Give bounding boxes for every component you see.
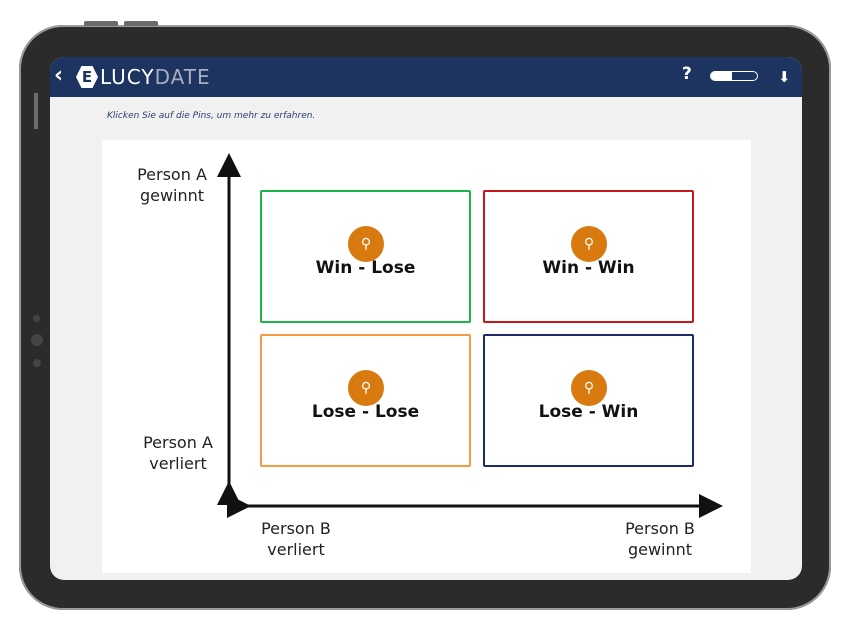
x-right-label: Person B gewinnt — [625, 519, 695, 559]
camera — [33, 315, 40, 322]
y-bottom-label: Person A verliert — [143, 433, 213, 473]
camera — [33, 359, 41, 367]
side-button — [34, 93, 38, 129]
pin-icon[interactable]: ⚲ — [348, 226, 384, 262]
matrix-card: Person A gewinnt Person A verliert Perso… — [102, 140, 751, 573]
x-left-label: Person B verliert — [261, 519, 331, 559]
quadrant-lose-lose: ⚲Lose - Lose — [260, 334, 471, 467]
instruction-text: Klicken Sie auf die Pins, um mehr zu erf… — [107, 111, 316, 121]
quadrant-label: Lose - Win — [538, 402, 639, 422]
logo-text: DATE — [154, 65, 211, 89]
volume-button — [124, 21, 158, 26]
help-button[interactable]: ? — [682, 64, 692, 84]
logo-mark: E — [76, 66, 98, 88]
quadrant-win-win: ⚲Win - Win — [483, 190, 694, 323]
download-icon[interactable]: ⬇ — [778, 68, 791, 86]
quadrant-win-lose: ⚲Win - Lose — [260, 190, 471, 323]
progress-bar — [710, 71, 758, 81]
quadrant-label: Win - Lose — [315, 258, 416, 278]
pin-icon[interactable]: ⚲ — [348, 370, 384, 406]
volume-button — [84, 21, 118, 26]
pin-icon[interactable]: ⚲ — [571, 370, 607, 406]
quadrant-lose-win: ⚲Lose - Win — [483, 334, 694, 467]
progress-fill — [711, 72, 732, 80]
quadrant-label: Win - Win — [542, 258, 635, 278]
y-top-label: Person A gewinnt — [137, 165, 207, 205]
camera — [31, 334, 43, 346]
logo-text: LUCY — [100, 65, 155, 89]
quadrant-label: Lose - Lose — [311, 402, 420, 422]
pin-icon[interactable]: ⚲ — [571, 226, 607, 262]
axes — [217, 153, 723, 518]
back-button[interactable]: ‹ — [54, 63, 64, 88]
